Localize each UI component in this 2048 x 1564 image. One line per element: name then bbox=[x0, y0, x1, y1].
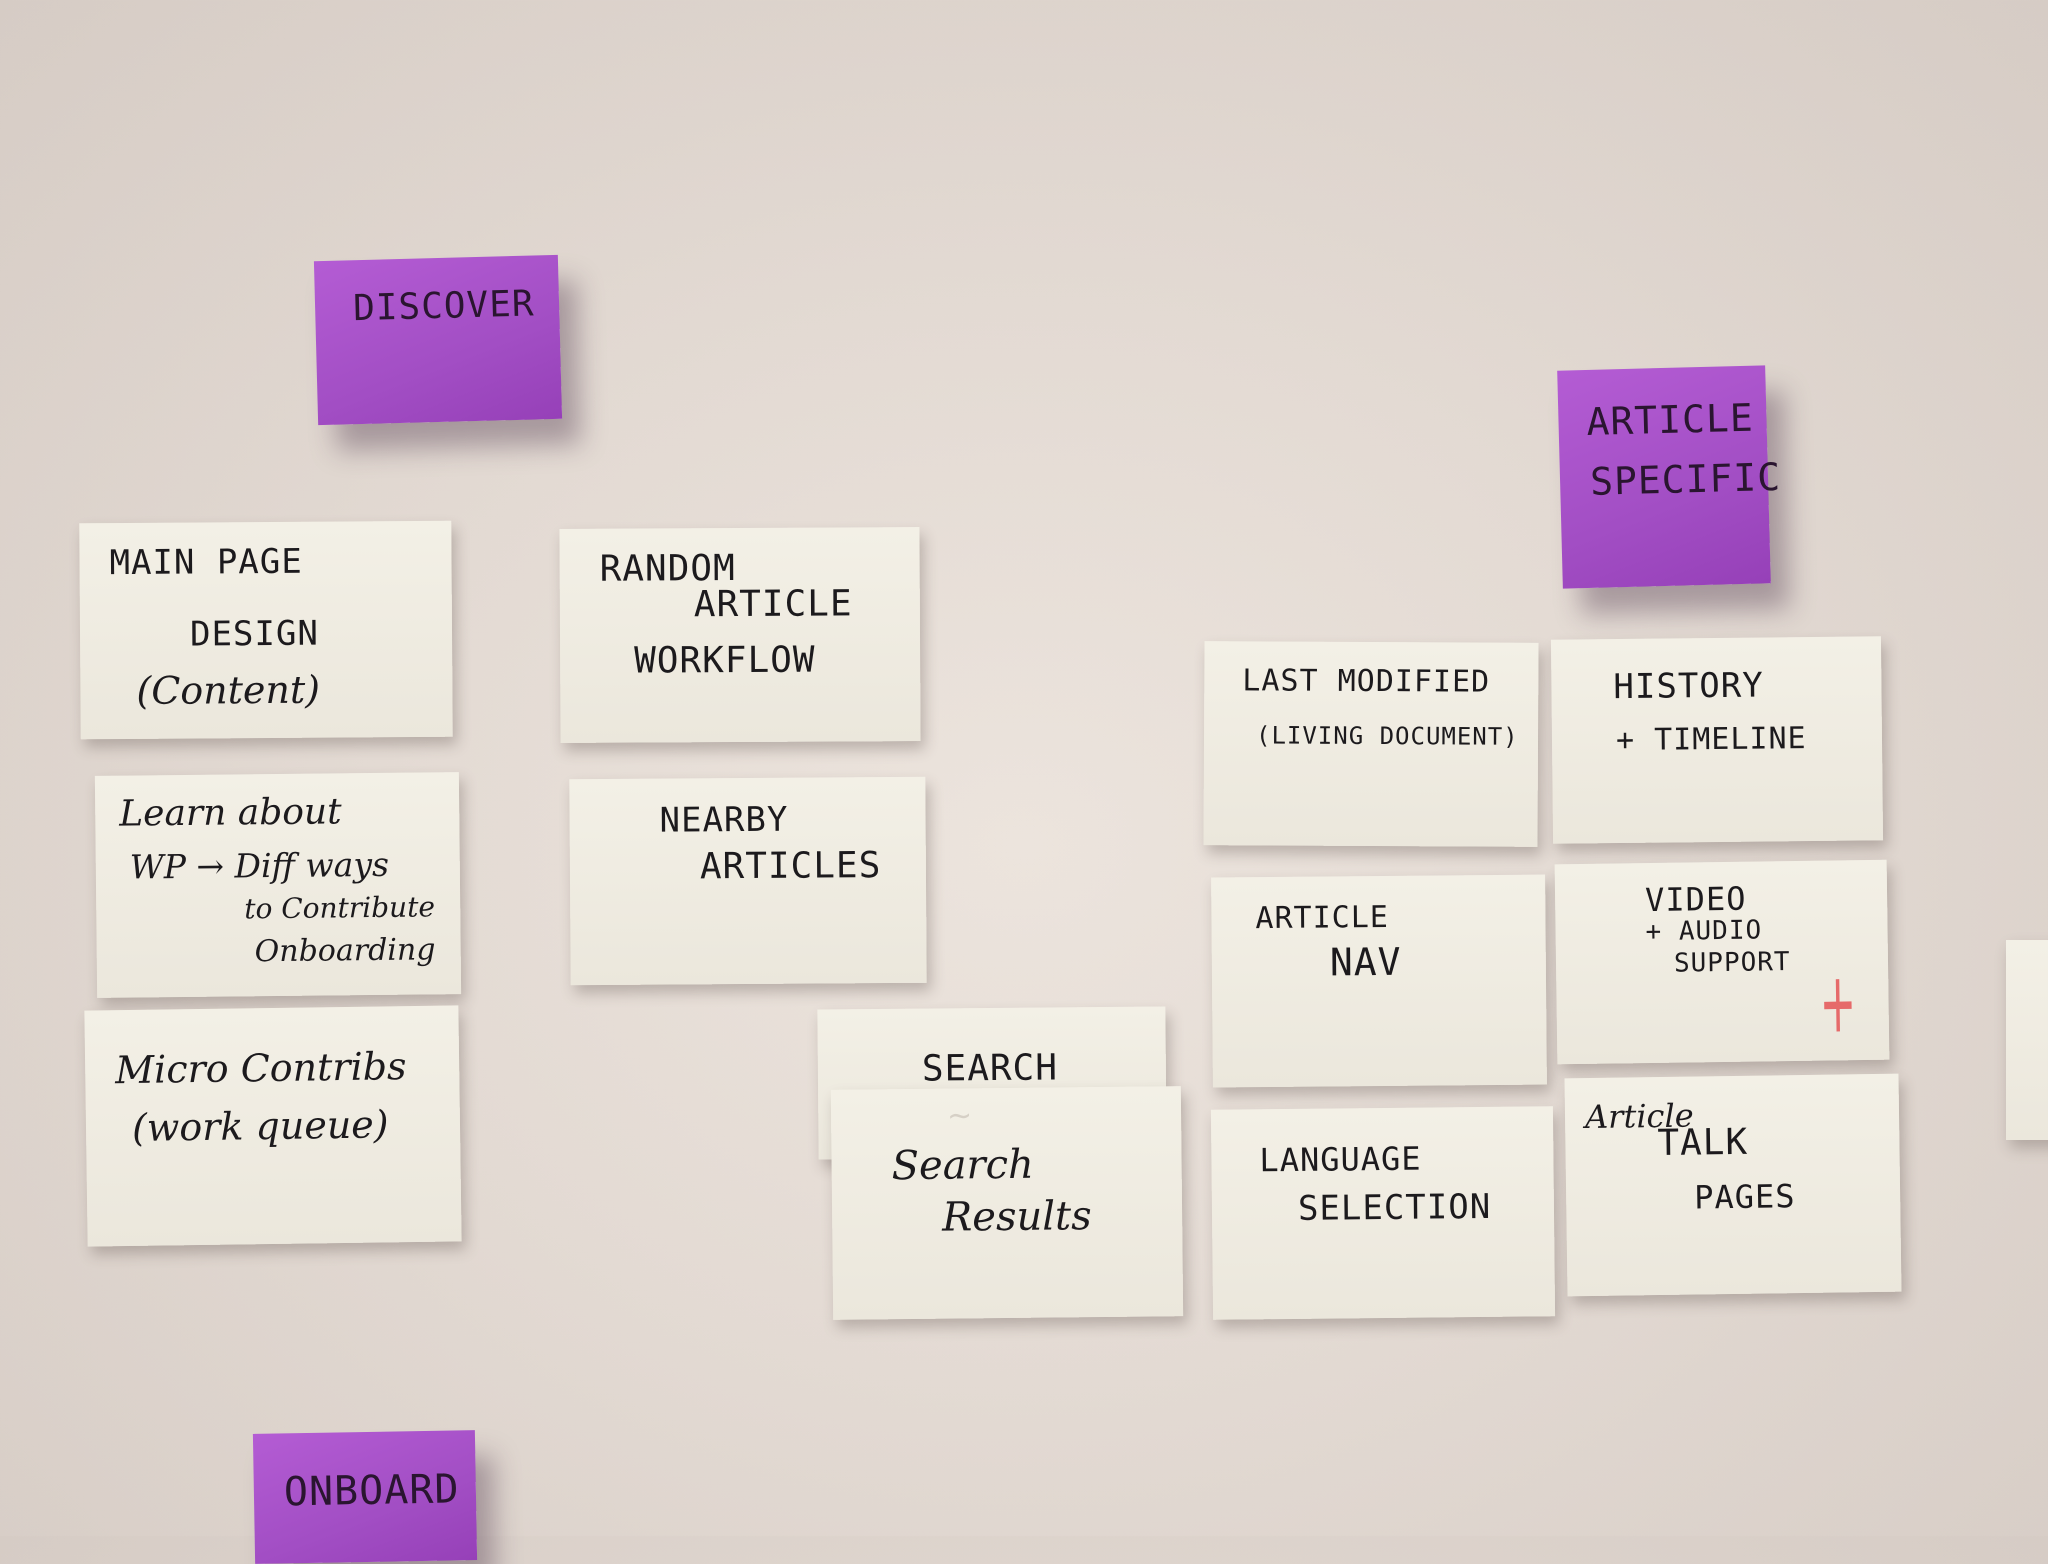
card-text: NEARBY bbox=[659, 799, 789, 841]
card-text: Search bbox=[891, 1141, 1035, 1190]
card-nearby-articles: NEARBY ARTICLES bbox=[569, 776, 927, 986]
card-micro-contribs: Micro Contribs (work queue) bbox=[84, 1005, 462, 1247]
sticky-onboard-label: ONBOARD bbox=[283, 1466, 460, 1516]
sticky-discover: DISCOVER bbox=[313, 254, 563, 426]
card-text: to Contribute bbox=[244, 890, 436, 926]
card-text: (Content) bbox=[136, 667, 321, 713]
card-text: ARTICLE bbox=[693, 583, 853, 626]
card-random-article-workflow: RANDOM ARTICLE WORKFLOW bbox=[559, 527, 921, 743]
card-language-selection: LANGUAGE SELECTION bbox=[1210, 1106, 1556, 1320]
card-text: Micro Contribs bbox=[114, 1044, 407, 1093]
card-text: LAST MODIFIED bbox=[1242, 663, 1491, 700]
card-text: WORKFLOW bbox=[634, 639, 816, 682]
card-text: ARTICLE bbox=[1255, 899, 1390, 937]
card-text: (work queue) bbox=[131, 1102, 389, 1150]
sticky-discover-label: DISCOVER bbox=[352, 283, 536, 330]
card-text: PAGES bbox=[1693, 1177, 1796, 1217]
card-article-talk-pages: Article TALK PAGES bbox=[1564, 1073, 1902, 1297]
card-text: MAIN PAGE bbox=[109, 541, 303, 584]
card-text: LANGUAGE bbox=[1259, 1139, 1422, 1180]
card-history-timeline: HISTORY + TIMELINE bbox=[1550, 636, 1884, 844]
sticky-article-label: ARTICLE bbox=[1585, 395, 1755, 445]
card-text: SUPPORT bbox=[1673, 947, 1791, 979]
card-last-modified: LAST MODIFIED (LIVING DOCUMENT) bbox=[1203, 641, 1539, 847]
card-learn-about-wp: Learn about WP → Diff ways to Contribute… bbox=[94, 772, 462, 998]
sticky-article-specific: ARTICLE SPECIFIC bbox=[1557, 365, 1782, 589]
card-text: TALK bbox=[1657, 1121, 1749, 1165]
card-text: Results bbox=[941, 1193, 1092, 1241]
card-text: Learn about bbox=[119, 791, 342, 835]
card-video-audio: VIDEO + AUDIO SUPPORT ┿ bbox=[1554, 859, 1890, 1065]
card-partial-right bbox=[2006, 940, 2048, 1140]
card-article-nav: ARTICLE NAV bbox=[1211, 874, 1547, 1088]
red-ink-mark: ┿ bbox=[1824, 980, 1853, 1032]
sticky-onboard: ONBOARD bbox=[252, 1430, 478, 1564]
pencil-mark: ~ bbox=[946, 1098, 974, 1134]
card-text: DESIGN bbox=[189, 613, 319, 655]
card-text: SELECTION bbox=[1297, 1186, 1492, 1229]
card-text: ARTICLES bbox=[699, 845, 882, 888]
card-text: NAV bbox=[1329, 939, 1402, 985]
card-text: VIDEO bbox=[1644, 879, 1747, 920]
card-search-results: ~ Search Results bbox=[830, 1086, 1184, 1320]
card-main-page-design: MAIN PAGE DESIGN (Content) bbox=[79, 520, 453, 740]
sticky-specific-label: SPECIFIC bbox=[1589, 454, 1782, 504]
card-text: + AUDIO bbox=[1645, 915, 1763, 948]
card-text: (LIVING DOCUMENT) bbox=[1255, 721, 1519, 751]
card-text: + TIMELINE bbox=[1615, 721, 1807, 759]
card-text: SEARCH bbox=[921, 1047, 1059, 1090]
card-text: WP → Diff ways bbox=[129, 844, 390, 887]
card-text: Onboarding bbox=[254, 932, 436, 970]
card-text: HISTORY bbox=[1613, 665, 1764, 708]
